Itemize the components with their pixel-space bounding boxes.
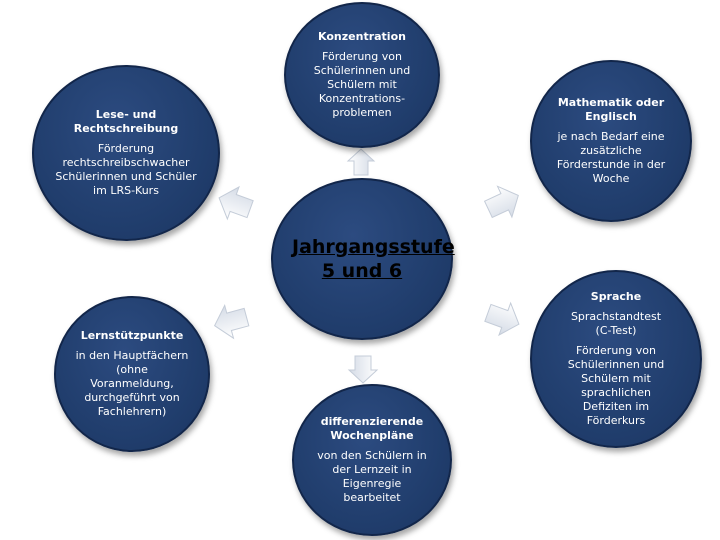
node-konzentration-title: Konzentration: [318, 30, 406, 43]
node-lernstuetz-body: in den Hauptfächern (ohne Voranmeldung, …: [75, 349, 189, 418]
node-sprache: Sprache Sprachstandtest (C-Test) Förderu…: [530, 270, 702, 448]
arrow-up-right: [483, 185, 519, 219]
arrow-down-left: [213, 303, 250, 340]
arrow-down: [347, 355, 379, 384]
arrow-up-left: [218, 185, 254, 221]
node-wochenplaene-title: differenzierende Wochenpläne: [320, 415, 424, 442]
node-mathematik-title: Mathematik oder Englisch: [557, 96, 665, 123]
node-lernstuetz-title: Lernstützpunkte: [80, 329, 184, 342]
node-lernstuetzpunkte: Lernstützpunkte in den Hauptfächern (ohn…: [54, 296, 210, 452]
node-sprache-body-2: Förderung von Schülerinnen und Schülern …: [567, 344, 665, 427]
center-title: Jahrgangsstufe 5 und 6: [292, 236, 455, 282]
node-konzentration: Konzentration Förderung von Schülerinnen…: [284, 2, 440, 148]
node-wochenplaene: differenzierende Wochenpläne von den Sch…: [292, 384, 452, 536]
node-lese-title: Lese- und Rechtschreibung: [73, 108, 179, 135]
center-node: Jahrgangsstufe 5 und 6: [271, 178, 455, 340]
node-mathematik-englisch: Mathematik oder Englisch je nach Bedarf …: [530, 60, 692, 222]
node-sprache-title: Sprache: [590, 290, 642, 303]
arrow-down-right: [484, 301, 520, 337]
node-konzentration-body: Förderung von Schülerinnen und Schülern …: [313, 50, 411, 119]
node-sprache-body-1: Sprachstandtest (C-Test): [570, 310, 662, 337]
node-lese-rechtschreibung: Lese- und Rechtschreibung Förderung rech…: [32, 65, 220, 241]
arrow-up: [346, 148, 376, 176]
node-wochenplaene-body: von den Schülern in der Lernzeit in Eige…: [317, 449, 427, 504]
node-mathematik-body: je nach Bedarf eine zusätzliche Förderst…: [556, 130, 666, 185]
node-lese-body: Förderung rechtschreibschwacher Schüleri…: [55, 142, 197, 197]
